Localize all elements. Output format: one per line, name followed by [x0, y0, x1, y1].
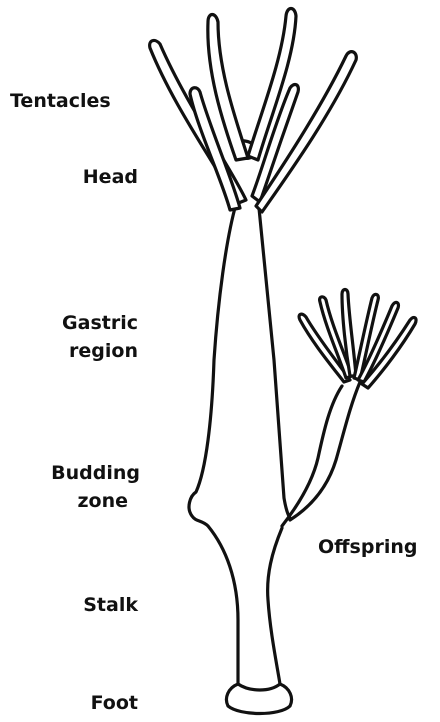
label-gastric-line2: region	[10, 338, 138, 364]
label-foot: Foot	[10, 690, 138, 716]
label-tentacles: Tentacles	[10, 88, 140, 114]
label-gastric-line1: Gastric	[10, 310, 138, 336]
parent-body-left-outline	[189, 204, 292, 714]
label-budding-line1: Budding	[10, 460, 140, 486]
tentacle-far-right	[256, 52, 356, 212]
label-stalk: Stalk	[10, 592, 138, 618]
label-head: Head	[10, 164, 138, 190]
parent-body-right-outline	[258, 198, 290, 518]
offspring-stalk-outline	[282, 386, 342, 526]
label-budding-line2: zone	[10, 488, 128, 514]
foot-disc	[238, 684, 280, 690]
label-offspring: Offspring	[318, 534, 436, 560]
